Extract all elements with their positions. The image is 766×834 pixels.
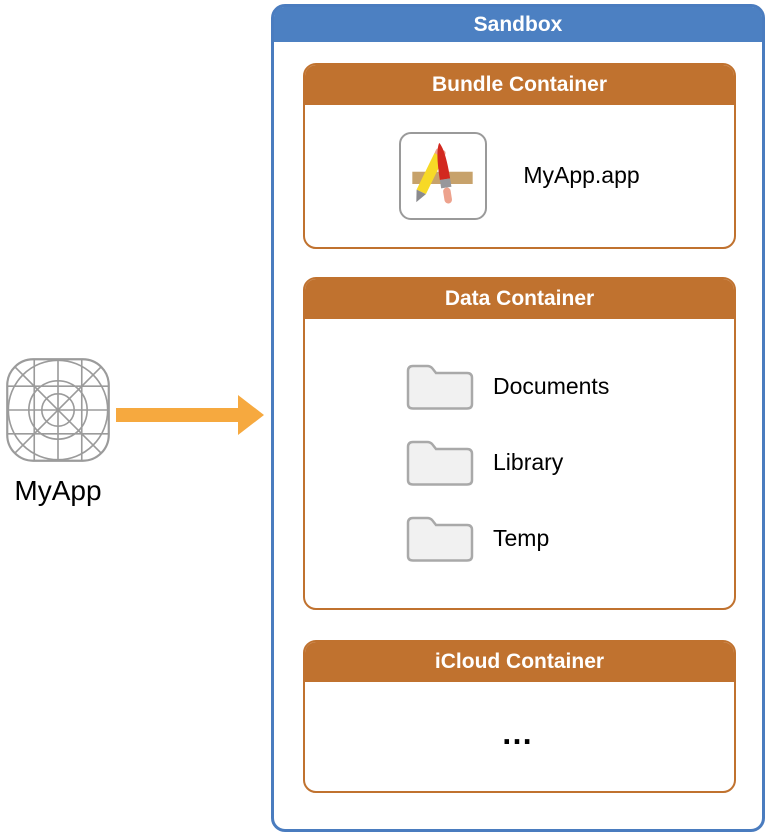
brush-shape [437, 142, 453, 203]
data-container-content: Documents Library [305, 319, 734, 564]
folder-icon [405, 510, 475, 567]
bundle-container: Bundle Container [303, 63, 736, 249]
data-container-title: Data Container [305, 279, 734, 319]
bundle-container-content: MyApp.app [305, 105, 734, 246]
folder-row-documents: Documents [405, 360, 734, 412]
folder-icon [405, 434, 475, 491]
app-store-icon [399, 131, 488, 220]
sandbox-title: Sandbox [274, 7, 762, 42]
ellipsis-placeholder: … [501, 714, 538, 751]
data-container: Data Container Documents [303, 277, 736, 610]
folder-label: Documents [493, 372, 610, 399]
sandbox-box: Sandbox Bundle Container [271, 4, 765, 832]
arrow-right-icon [112, 392, 268, 443]
folder-row-temp: Temp [405, 512, 734, 564]
icloud-container-content: … [305, 682, 734, 790]
folder-label: Temp [493, 524, 550, 551]
icloud-container-title: iCloud Container [305, 642, 734, 682]
bundle-container-title: Bundle Container [305, 65, 734, 105]
folder-label: Library [493, 448, 564, 475]
folder-row-library: Library [405, 436, 734, 488]
source-app: MyApp [2, 356, 114, 507]
folder-icon [405, 358, 475, 415]
app-grid-wireframe-icon [4, 358, 112, 468]
bundle-item-label: MyApp.app [523, 162, 640, 188]
source-app-label: MyApp [14, 475, 102, 506]
icloud-container: iCloud Container … [303, 640, 736, 793]
